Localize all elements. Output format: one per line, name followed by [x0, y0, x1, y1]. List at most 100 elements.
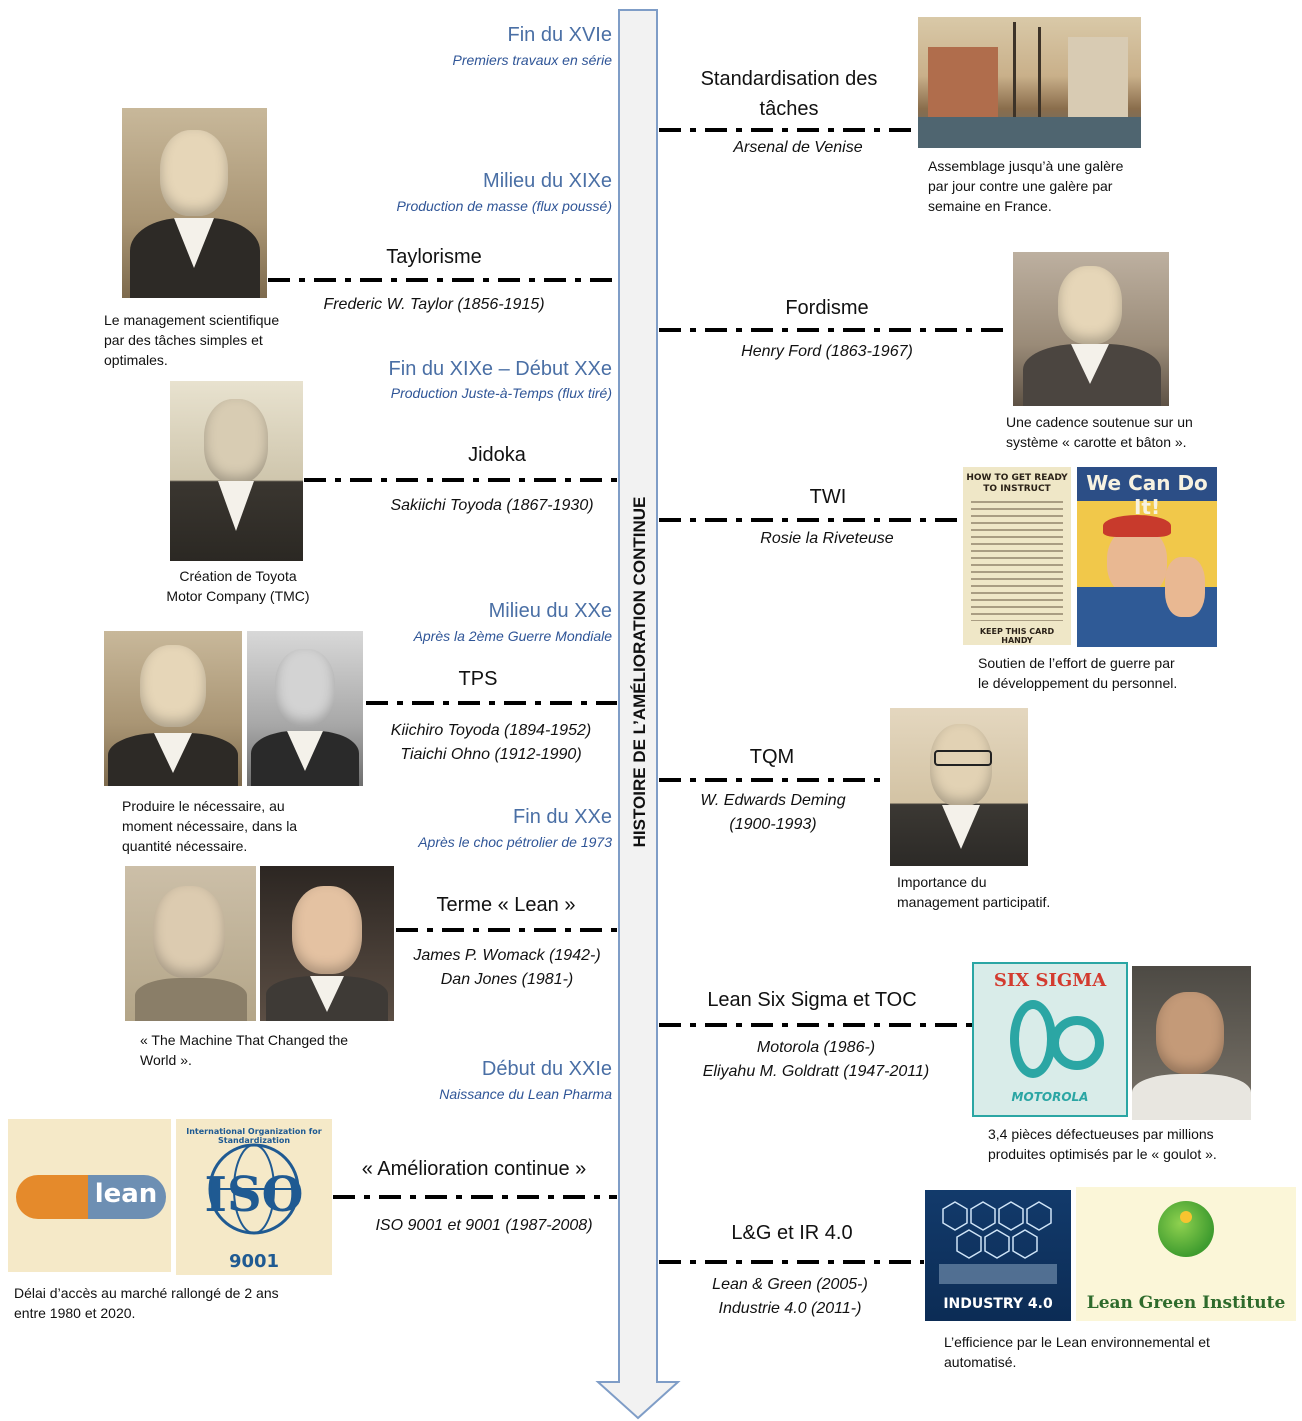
person-line: Lean & Green (2005-) [712, 1276, 868, 1293]
caption-line: L’efficience par le Lean environnemental… [944, 1334, 1210, 1350]
event-title-tqm: TQM [749, 746, 795, 768]
era-title: Début du XXIe [481, 1058, 612, 1080]
person-line: Kiichiro Toyoda (1894-1952) [390, 722, 592, 739]
caption-line: par des tâches simples et [104, 332, 263, 348]
pill-icon [16, 1175, 166, 1219]
painting-building [928, 47, 998, 122]
event-title-twi: TWI [809, 486, 847, 508]
womack-portrait [125, 866, 256, 1021]
sigma-icon [1050, 1016, 1104, 1070]
iso-ring-text: International Organization for Standardi… [186, 1127, 322, 1145]
person-line: Eliyahu M. Goldratt (1947-2011) [702, 1063, 930, 1080]
event-person-standardisation: Arsenal de Venise [733, 139, 863, 156]
event-title-line: Standardisation des [700, 68, 878, 90]
era-subtitle: Production de masse (flux poussé) [396, 198, 612, 214]
person-line: Motorola (1986-) [756, 1039, 876, 1056]
caption-tqm: Importance du management participatif. [897, 872, 1097, 912]
caption-line: par jour contre une galère par [928, 178, 1113, 194]
caption-line: système « carotte et bâton ». [1006, 434, 1187, 450]
sakiichi-toyoda-portrait [170, 381, 303, 561]
caption-line: entre 1980 et 2020. [14, 1305, 136, 1321]
event-person-lean: James P. Womack (1942-) Dan Jones (1981-… [392, 944, 622, 992]
event-title-standardisation: Standardisation des tâches [680, 64, 898, 124]
person-line: James P. Womack (1942-) [413, 947, 601, 964]
event-title-tps: TPS [458, 668, 498, 690]
event-person-amelioration: ISO 9001 et 9001 (1987-2008) [375, 1217, 593, 1234]
iso-text: ISO [204, 1167, 304, 1223]
era-subtitle: Naissance du Lean Pharma [439, 1086, 612, 1102]
person-line: Tiaichi Ohno (1912-1990) [400, 746, 582, 763]
dan-jones-portrait [260, 866, 394, 1021]
arsenal-venise-painting [918, 17, 1141, 148]
era-title: Milieu du XIXe [483, 170, 612, 192]
person-line: Industrie 4.0 (2011-) [718, 1300, 862, 1317]
event-person-twi: Rosie la Riveteuse [760, 530, 894, 547]
event-person-tqm: W. Edwards Deming (1900-1993) [676, 789, 870, 837]
event-title-taylorisme: Taylorisme [386, 246, 482, 268]
era-title: Milieu du XXe [488, 600, 612, 622]
six-sigma-title: SIX SIGMA [993, 970, 1107, 991]
caption-amelioration: Délai d’accès au marché rallongé de 2 an… [14, 1283, 334, 1323]
taiichi-ohno-portrait [247, 631, 363, 786]
poster-banner [1077, 467, 1217, 501]
person-line: (1900-1993) [729, 816, 817, 833]
six-sigma-logo: SIX SIGMA MOTOROLA [972, 962, 1128, 1117]
goldratt-portrait [1132, 966, 1251, 1120]
caption-fordisme: Une cadence soutenue sur un système « ca… [1006, 412, 1236, 452]
event-title-lg: L&G et IR 4.0 [731, 1222, 853, 1244]
deming-portrait [890, 708, 1028, 866]
lean-green-label: Lean Green Institute [1086, 1293, 1286, 1313]
iso-globe-icon [208, 1143, 300, 1235]
caption-line: automatisé. [944, 1354, 1017, 1370]
person-line: Dan Jones (1981-) [440, 971, 574, 988]
card-title-line: HOW TO GET READY [966, 473, 1068, 483]
industry-label: INDUSTRY 4.0 [943, 1296, 1053, 1312]
motorola-label: MOTOROLA [1011, 1090, 1089, 1104]
card-footer: KEEP THIS CARD HANDY [979, 627, 1055, 645]
caption-line: Importance du [897, 874, 987, 890]
card-text-lines [971, 501, 1063, 621]
event-person-lg: Lean & Green (2005-) Industrie 4.0 (2011… [690, 1273, 890, 1321]
caption-line: Produire le nécessaire, au [122, 798, 285, 814]
event-person-jidoka: Sakiichi Toyoda (1867-1930) [390, 497, 594, 514]
ford-portrait [1013, 252, 1169, 406]
caption-line: Le management scientifique [104, 312, 280, 328]
caption-line: optimales. [104, 352, 168, 368]
poster-arm [1165, 557, 1205, 617]
iso-number: 9001 [228, 1251, 280, 1272]
caption-standardisation: Assemblage jusqu’à une galère par jour c… [928, 156, 1158, 216]
glasses-icon [934, 750, 992, 766]
caption-line: Délai d’accès au marché rallongé de 2 an… [14, 1285, 279, 1301]
poster-face [1107, 527, 1167, 597]
caption-line: Une cadence soutenue sur un [1006, 414, 1193, 430]
era-title: Fin du XIXe – Début XXe [388, 358, 612, 380]
event-title-fordisme: Fordisme [785, 297, 869, 319]
event-person-taylorisme: Frederic W. Taylor (1856-1915) [323, 296, 545, 313]
era-title: Fin du XVIe [507, 24, 612, 46]
iso-9001-logo: International Organization for Standardi… [176, 1119, 332, 1275]
card-title-line: TO INSTRUCT [983, 484, 1051, 494]
lean-green-institute-logo: Lean Green Institute [1076, 1187, 1296, 1321]
twi-instruction-card: HOW TO GET READY TO INSTRUCT KEEP THIS C… [963, 467, 1071, 645]
kiichiro-toyoda-portrait [104, 631, 242, 786]
era-subtitle: Premiers travaux en série [452, 52, 612, 68]
event-title-jidoka: Jidoka [468, 444, 526, 466]
caption-lean: « The Machine That Changed the World ». [140, 1030, 390, 1070]
caption-line: moment nécessaire, dans la [122, 818, 298, 834]
poster-slogan: We Can Do It! [1086, 471, 1208, 519]
poster-bandana [1103, 515, 1171, 537]
event-person-fordisme: Henry Ford (1863-1967) [741, 343, 913, 360]
caption-line: 3,4 pièces défectueuses par millions [988, 1126, 1214, 1142]
leaf-person-icon [1158, 1201, 1214, 1257]
event-person-lss: Motorola (1986-) Eliyahu M. Goldratt (19… [676, 1036, 956, 1084]
caption-line: Création de Toyota [179, 568, 297, 584]
event-title-amelioration: « Amélioration continue » [361, 1158, 587, 1180]
caption-line: « The Machine That Changed the [140, 1032, 349, 1048]
industry-4-logo: INDUSTRY 4.0 [925, 1190, 1071, 1321]
caption-line: Soutien de l’effort de guerre par [978, 655, 1175, 671]
we-can-do-it-poster: We Can Do It! [1077, 467, 1217, 647]
person-line: W. Edwards Deming [700, 792, 846, 809]
painting-building [1068, 37, 1128, 117]
